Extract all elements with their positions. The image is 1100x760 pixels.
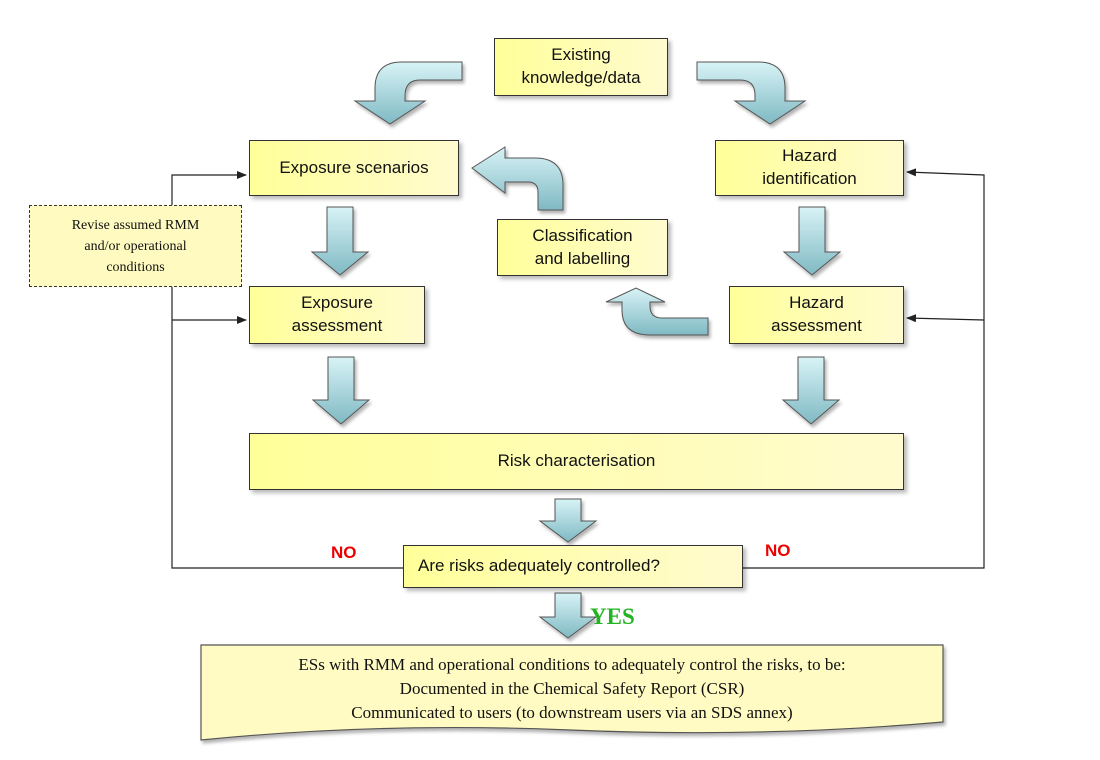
yes-label: YES (590, 604, 635, 629)
curved-arrow-left-up-icon (605, 287, 709, 336)
output-text: ESs with RMM and operational conditions … (201, 645, 943, 725)
feedback-line-right-branch (906, 314, 985, 323)
arrow-down-icon (311, 356, 371, 425)
curved-arrow-up-left-icon (471, 146, 564, 211)
revise-rmm-box: Revise assumed RMM and/or operational co… (29, 205, 242, 287)
output-line: ESs with RMM and operational conditions … (298, 655, 846, 674)
existing-knowledge-box: Existing knowledge/data (494, 38, 668, 96)
output-document-box: ESs with RMM and operational conditions … (201, 645, 943, 745)
hazard-identification-box: Hazard identification (715, 140, 904, 196)
hazard-assessment-box: Hazard assessment (729, 286, 904, 344)
output-line: Communicated to users (to downstream use… (351, 703, 793, 722)
risk-characterisation-box: Risk characterisation (249, 433, 904, 490)
feedback-line-left (171, 171, 403, 569)
exposure-assessment-box: Exposure assessment (249, 286, 425, 344)
curved-arrow-right-down-icon (696, 61, 807, 125)
risks-controlled-decision-box: Are risks adequately controlled? (403, 545, 743, 588)
arrow-down-icon (538, 498, 598, 543)
feedback-line-right (743, 168, 985, 569)
arrow-down-icon (538, 592, 598, 639)
arrow-down-icon (782, 206, 842, 276)
output-line: Documented in the Chemical Safety Report… (399, 679, 745, 698)
classification-labelling-box: Classification and labelling (497, 219, 668, 276)
curved-arrow-left-down-icon (353, 61, 463, 125)
arrow-down-icon (310, 206, 370, 276)
no-label-right: NO (765, 541, 791, 560)
arrow-down-icon (781, 356, 841, 425)
no-label-left: NO (331, 543, 357, 562)
exposure-scenarios-box: Exposure scenarios (249, 140, 459, 196)
